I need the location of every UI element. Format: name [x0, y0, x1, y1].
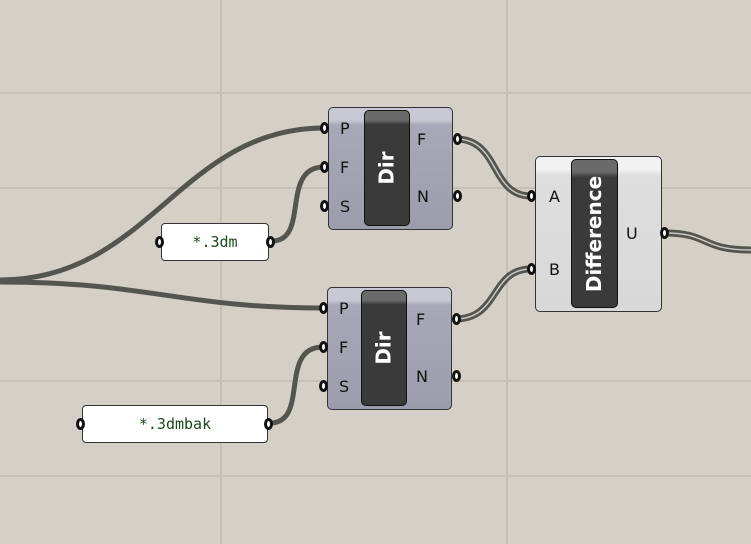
grid-line — [0, 92, 751, 94]
grid-line — [0, 475, 751, 477]
input-grip[interactable] — [319, 341, 328, 353]
wire — [454, 265, 532, 323]
wire — [0, 125, 325, 283]
wire — [664, 229, 751, 254]
output-n[interactable]: N — [416, 367, 428, 386]
grid-line — [506, 0, 508, 544]
dir-component-2[interactable]: Dir P F S F N — [327, 287, 452, 410]
input-grip[interactable] — [319, 302, 328, 314]
input-p[interactable]: P — [339, 299, 349, 318]
panel-3dm[interactable]: *.3dm — [161, 223, 269, 261]
input-s[interactable]: S — [339, 377, 350, 396]
input-b[interactable]: B — [549, 260, 560, 279]
output-n[interactable]: N — [417, 187, 429, 206]
output-grip[interactable] — [452, 370, 461, 382]
output-grip[interactable] — [452, 313, 461, 325]
input-a[interactable]: A — [549, 187, 560, 206]
panel-text: *.3dmbak — [138, 415, 212, 433]
component-label-bar: Difference — [571, 159, 618, 308]
dir-component-1[interactable]: Dir P F S F N — [328, 107, 453, 230]
panel-input-grip[interactable] — [76, 418, 85, 430]
input-s[interactable]: S — [340, 197, 351, 216]
panel-text: *.3dm — [192, 233, 238, 251]
component-name: Difference — [582, 175, 607, 292]
input-grip[interactable] — [320, 122, 329, 134]
input-grip[interactable] — [320, 200, 329, 212]
input-grip[interactable] — [320, 161, 329, 173]
output-grip[interactable] — [453, 190, 462, 202]
grid-line — [220, 0, 222, 544]
output-grip[interactable] — [660, 227, 669, 239]
output-grip[interactable] — [453, 133, 462, 145]
input-grip[interactable] — [319, 380, 328, 392]
difference-component[interactable]: Difference A B U — [535, 156, 662, 312]
input-p[interactable]: P — [340, 119, 350, 138]
component-label-bar: Dir — [364, 110, 410, 226]
input-grip[interactable] — [527, 263, 536, 275]
wire — [455, 135, 532, 200]
input-f[interactable]: F — [340, 158, 350, 177]
input-f[interactable]: F — [339, 338, 349, 357]
panel-input-grip[interactable] — [155, 236, 164, 248]
output-f[interactable]: F — [416, 310, 426, 329]
component-name: Dir — [374, 151, 399, 185]
wire — [0, 279, 325, 311]
output-f[interactable]: F — [417, 130, 427, 149]
output-u[interactable]: U — [626, 224, 638, 243]
panel-3dmbak[interactable]: *.3dmbak — [82, 405, 268, 443]
panel-output-grip[interactable] — [264, 418, 273, 430]
panel-output-grip[interactable] — [266, 236, 275, 248]
input-grip[interactable] — [527, 190, 536, 202]
component-label-bar: Dir — [361, 290, 407, 406]
wire — [269, 344, 324, 426]
component-name: Dir — [371, 331, 396, 365]
wire — [271, 164, 325, 244]
